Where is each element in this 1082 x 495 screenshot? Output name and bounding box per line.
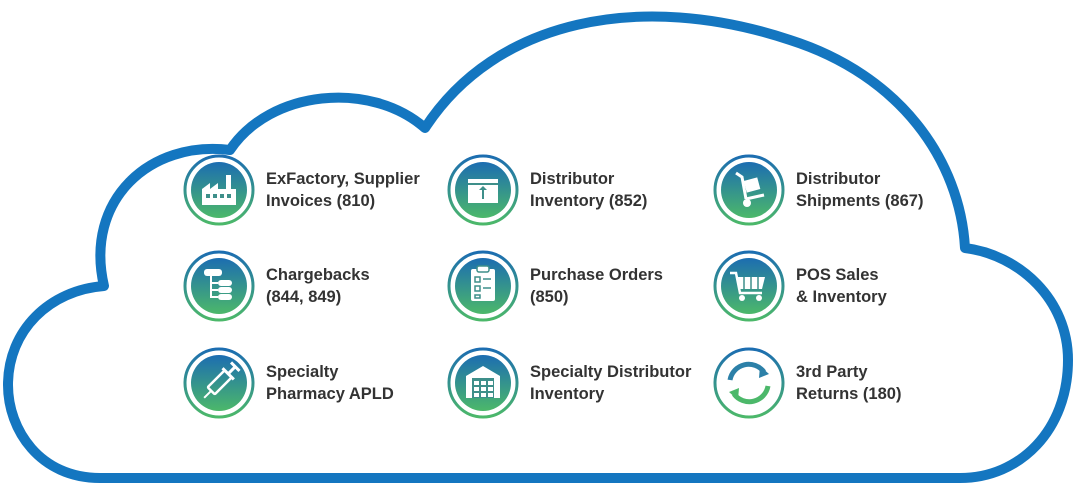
return-arrows-icon xyxy=(712,346,786,420)
item-purchase-orders: Purchase Orders (850) xyxy=(446,246,663,326)
clipboard-icon xyxy=(446,249,520,323)
item-label-line1: POS Sales xyxy=(796,266,879,284)
item-label-line2: (844, 849) xyxy=(266,288,342,306)
warehouse-icon xyxy=(446,346,520,420)
hierarchy-icon xyxy=(182,249,256,323)
item-exfactory: ExFactory, Supplier Invoices (810) xyxy=(182,150,420,230)
hand-truck-icon xyxy=(712,153,786,227)
item-label-line1: Distributor xyxy=(796,170,881,188)
item-pos-sales: POS Sales & Inventory xyxy=(712,246,887,326)
syringe-icon xyxy=(182,346,256,420)
item-label-line1: Specialty Distributor xyxy=(530,363,692,381)
item-label-line2: Inventory xyxy=(530,385,605,403)
item-label-line1: 3rd Party xyxy=(796,363,868,381)
item-label-line2: & Inventory xyxy=(796,288,887,306)
factory-icon xyxy=(182,153,256,227)
item-specialty-distributor: Specialty Distributor Inventory xyxy=(446,343,691,423)
item-specialty-pharmacy: Specialty Pharmacy APLD xyxy=(182,343,394,423)
item-label-line1: Distributor xyxy=(530,170,615,188)
item-label-line1: Purchase Orders xyxy=(530,266,663,284)
item-label-line1: Chargebacks xyxy=(266,266,370,284)
item-third-party-returns: 3rd Party Returns (180) xyxy=(712,343,901,423)
shopping-cart-icon xyxy=(712,249,786,323)
item-chargebacks: Chargebacks (844, 849) xyxy=(182,246,370,326)
item-distributor-shipments: Distributor Shipments (867) xyxy=(712,150,923,230)
item-label-line2: Returns (180) xyxy=(796,385,902,403)
item-label-line2: Pharmacy APLD xyxy=(266,385,394,403)
item-label-line1: ExFactory, Supplier xyxy=(266,170,420,188)
item-label-line2: Invoices (810) xyxy=(266,192,376,210)
item-label-line2: Inventory (852) xyxy=(530,192,648,210)
item-distributor-inventory: Distributor Inventory (852) xyxy=(446,150,647,230)
item-label-line2: Shipments (867) xyxy=(796,192,924,210)
item-label-line2: (850) xyxy=(530,288,569,306)
box-icon xyxy=(446,153,520,227)
item-label-line1: Specialty xyxy=(266,363,339,381)
